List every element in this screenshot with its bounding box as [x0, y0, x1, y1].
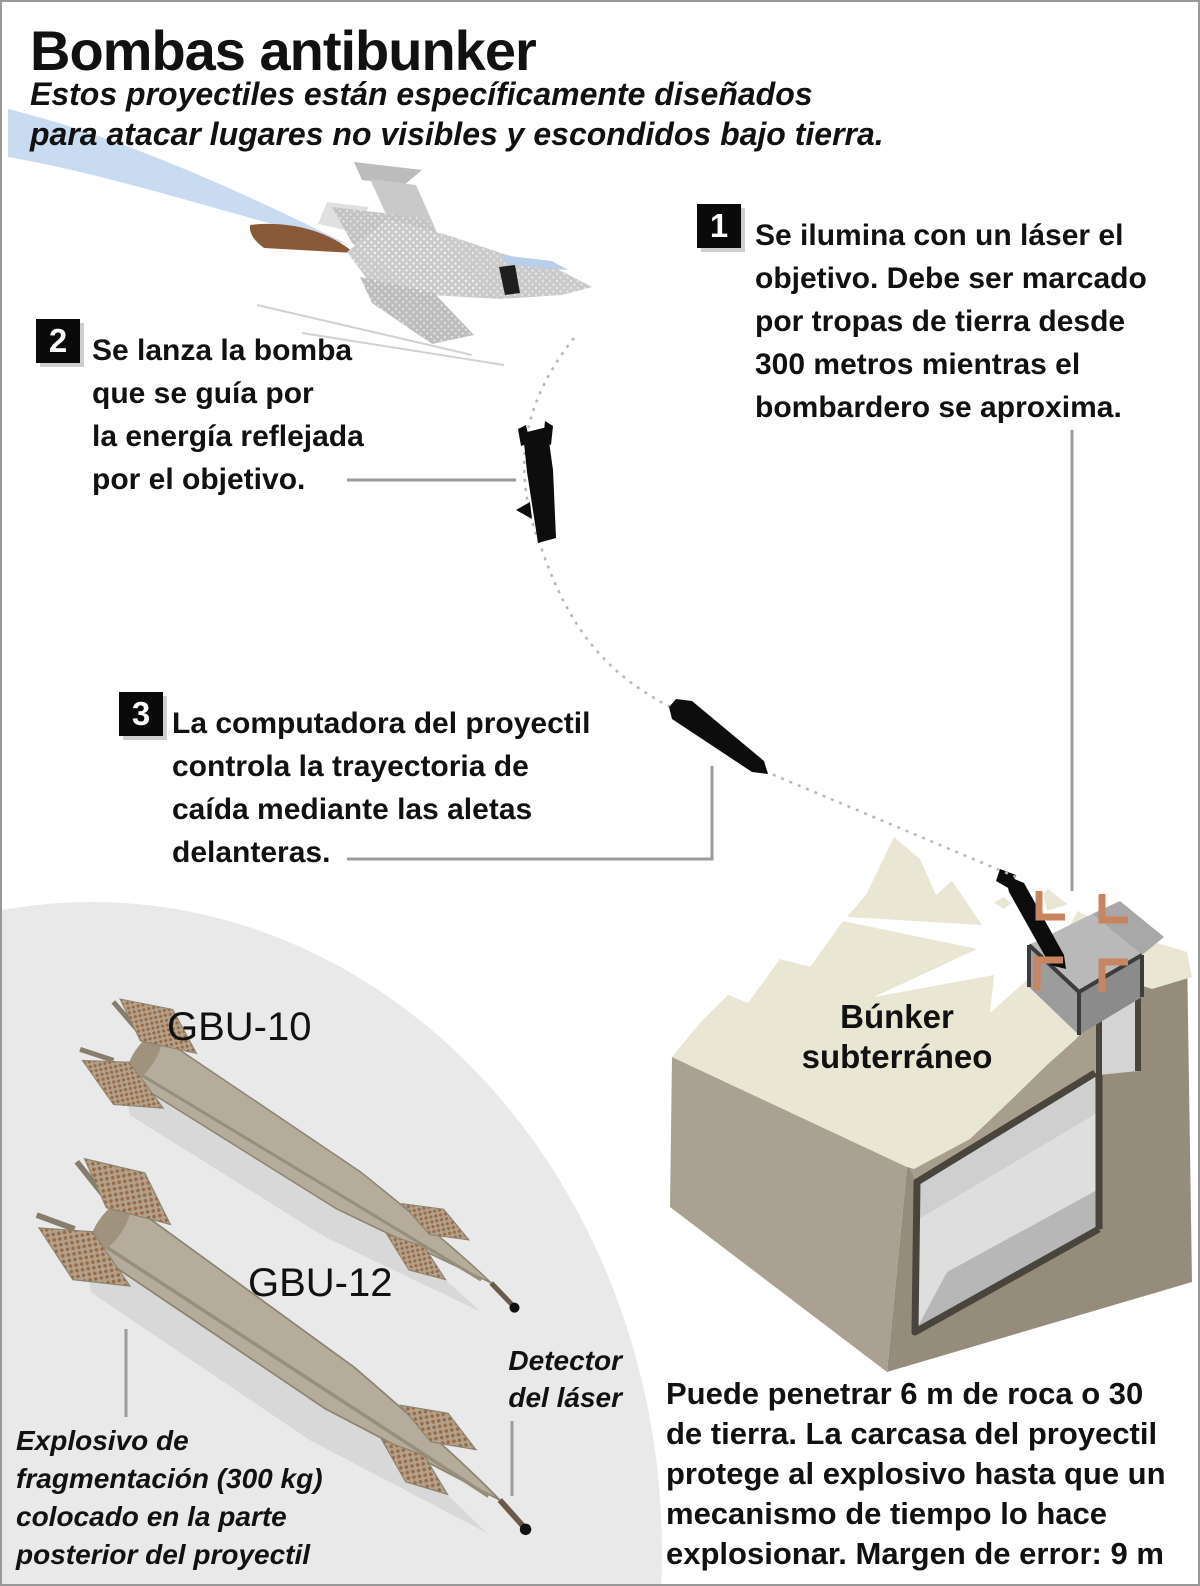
engine-flame-icon — [249, 223, 354, 253]
cockpit-canopy-icon — [499, 265, 520, 295]
laser-target-marks-icon — [1033, 891, 1128, 992]
fighter-jet-illustration — [8, 109, 592, 366]
falling-bomb-icon — [516, 421, 556, 543]
step-2-badge: 2 — [36, 319, 80, 363]
page-subtitle: Estos proyectiles están específicamente … — [30, 76, 884, 152]
jet-body — [256, 162, 592, 366]
bunker-entrance-box — [1027, 901, 1164, 1035]
page-title: Bombas antibunker — [30, 19, 537, 82]
gbu-10-label: GBU-10 — [167, 1005, 312, 1049]
contrail-icon — [8, 109, 347, 244]
step-3-badge: 3 — [119, 692, 163, 736]
step-1-badge: 1 — [697, 204, 741, 248]
underground-room — [911, 967, 1141, 1336]
gbu-12-label: GBU-12 — [248, 1261, 393, 1305]
bunker-cutaway-illustration — [670, 837, 1192, 1372]
gliding-bomb-icon — [669, 699, 768, 774]
